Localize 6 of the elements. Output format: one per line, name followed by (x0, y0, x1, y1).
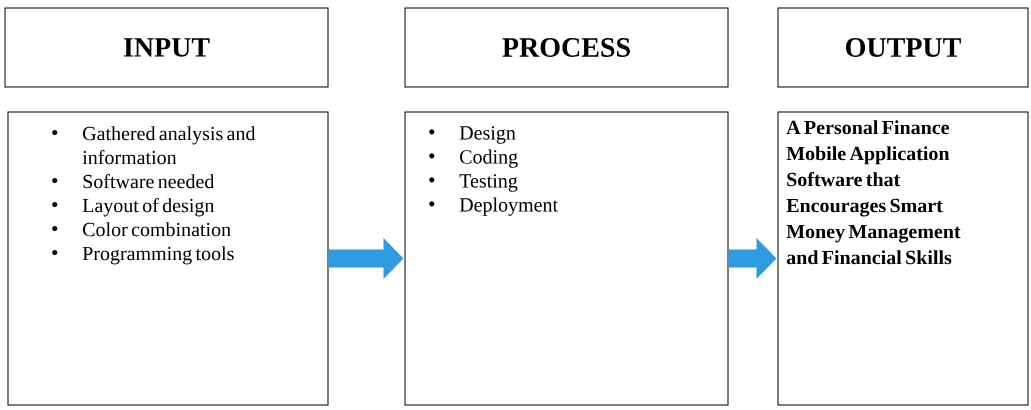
heading-box: OUTPUT (777, 7, 1029, 88)
bullet-list-box: Design Coding Testing Deployment (404, 111, 729, 406)
heading-box: PROCESS (404, 7, 729, 88)
bullet-list-box: Gathered analysis and information Software needed Layout of design Color combination Programming tools (7, 111, 329, 406)
output-box: A Personal Finance Mobile Application Software that Encourages Smart Money Management and Financial Skills (777, 111, 1029, 406)
heading-box: INPUT (4, 7, 329, 88)
